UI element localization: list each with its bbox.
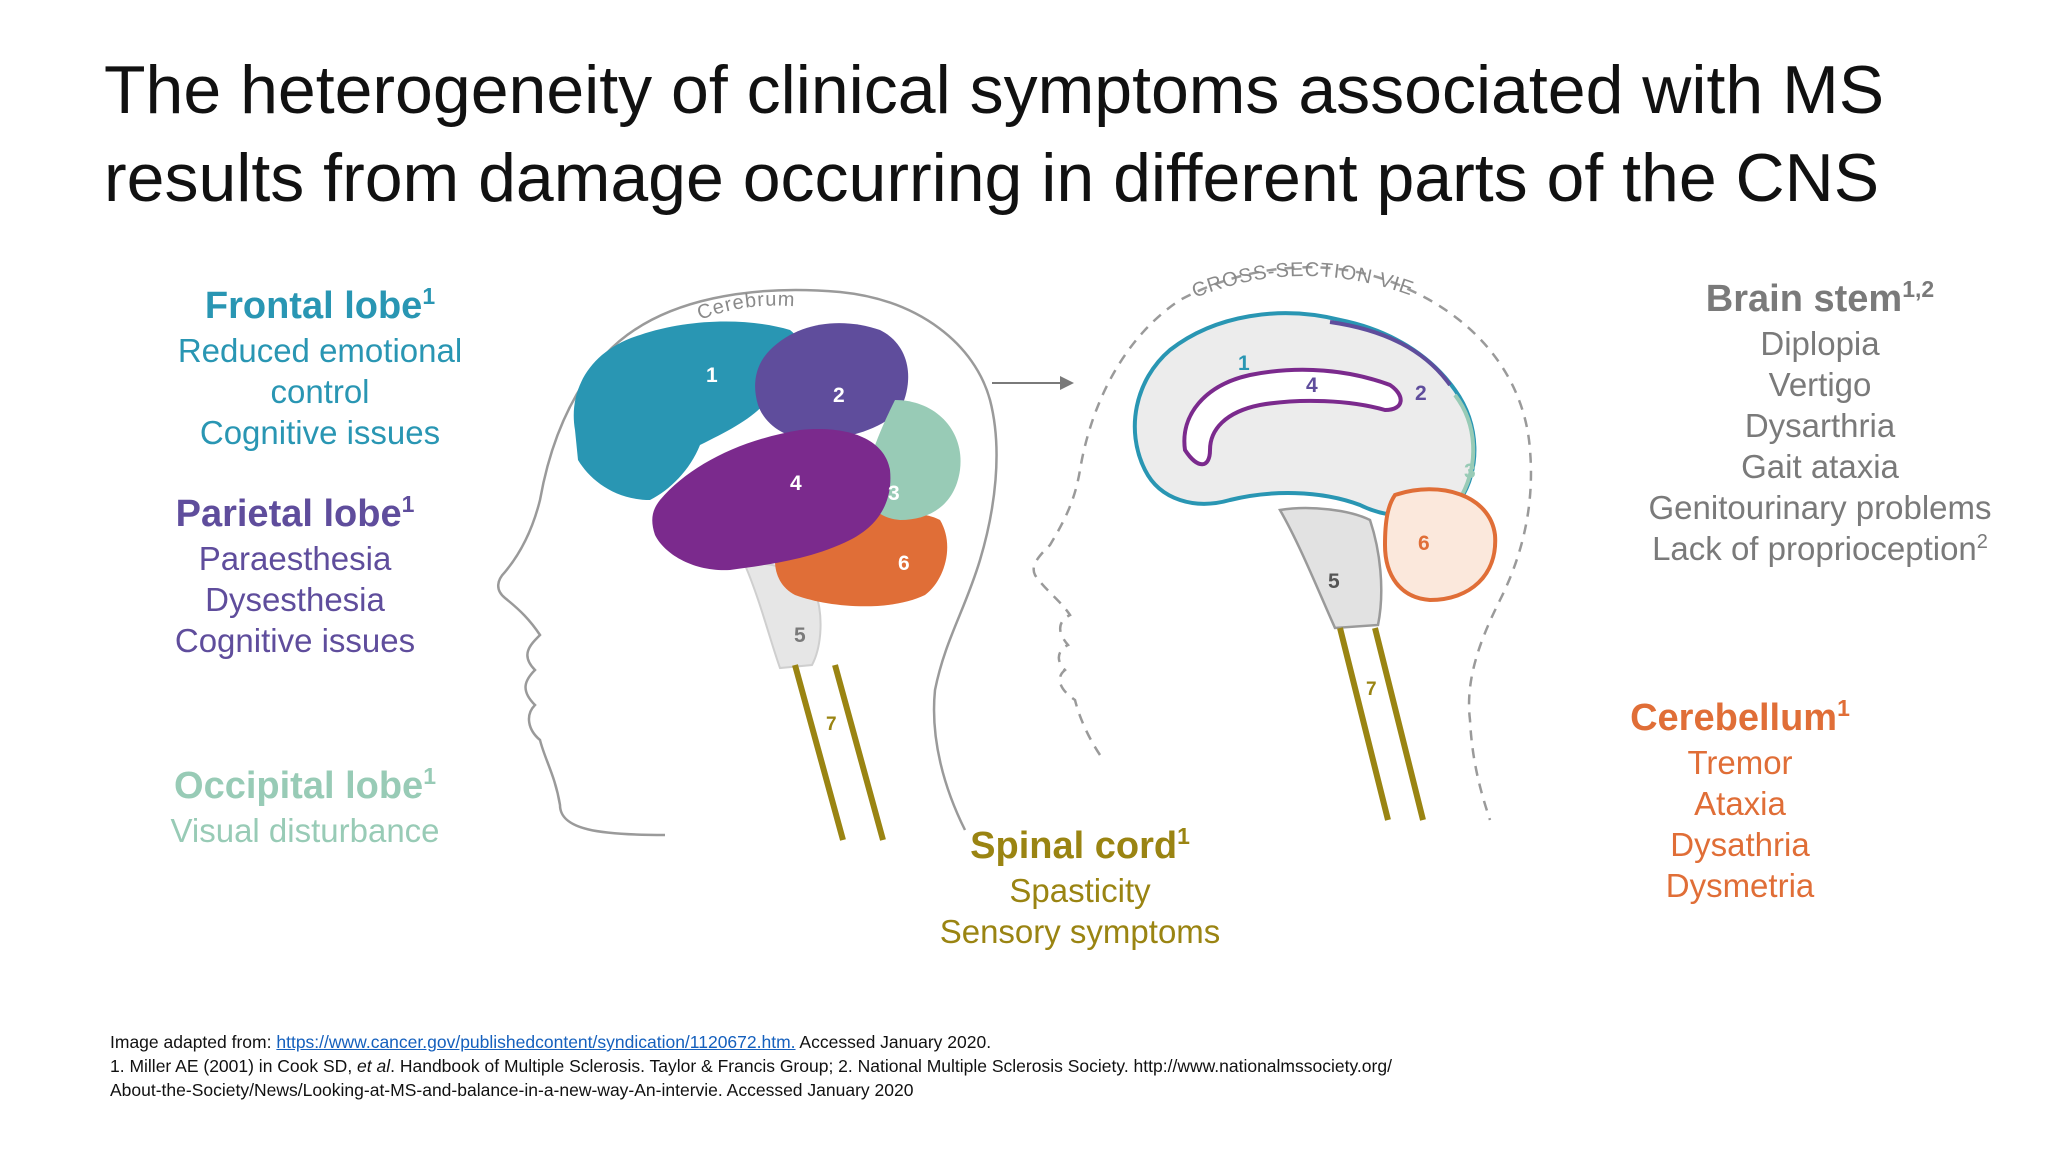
footnote-source-line: Image adapted from: https://www.cancer.g…: [110, 1032, 992, 1052]
left-head-outline: [497, 288, 998, 837]
spinal-cord-heading: Spinal cord1: [970, 823, 1190, 868]
right-parietal-arc: [1329, 320, 1452, 387]
frontal-lobe-heading: Frontal lobe1: [204, 283, 436, 328]
right-number-1: 1: [1238, 352, 1250, 375]
right-number-7: 7: [1366, 679, 1377, 700]
footnote-ref-line: 1. Miller AE (2001) in Cook SD, et al. H…: [110, 1056, 1392, 1076]
cerebellum-symptom: Ataxia: [1694, 785, 1786, 822]
frontal-symptom: Reduced emotional: [177, 332, 463, 369]
right-number-4: 4: [1306, 374, 1318, 397]
left-parietal-lobe-shape: [755, 323, 909, 440]
parietal-symptom: Dysesthesia: [205, 581, 385, 618]
left-number-5: 5: [794, 624, 806, 647]
cross-section-label: CROSS-SECTION VIEW: [0, 0, 1417, 303]
cerebellum-symptom: Tremor: [1687, 744, 1793, 781]
brain-stem-symptom: Lack of proprioception2: [1652, 530, 1988, 567]
occipital-lobe-block: Occipital lobe1 Visual disturbance: [140, 762, 470, 851]
left-spinal-cord-line-a: [792, 664, 846, 841]
brain-stem-symptom: Vertigo: [1768, 366, 1872, 403]
right-cerebellum-shape: [1382, 487, 1498, 603]
brain-stem-block: Brain stem1,2 Diplopia Vertigo Dysarthri…: [1620, 275, 2020, 569]
page-title: The heterogeneity of clinical symptoms a…: [104, 52, 1885, 216]
brain-stem-symptom: Dysarthria: [1744, 407, 1896, 444]
cerebrum-label: Cerebrum: [694, 288, 796, 324]
left-frontal-lobe-shape: [573, 321, 800, 500]
parietal-symptom: Paraesthesia: [198, 540, 392, 577]
spinal-cord-symptom: Spasticity: [1009, 872, 1151, 909]
occipital-lobe-heading: Occipital lobe1: [174, 763, 436, 808]
parietal-lobe-block: Parietal lobe1 Paraesthesia Dysesthesia …: [130, 490, 460, 661]
frontal-lobe-block: Frontal lobe1 Reduced emotional control …: [150, 282, 490, 453]
footnote: Image adapted from: https://www.cancer.g…: [110, 1030, 1810, 1102]
footnote-ref-line-2: About-the-Society/News/Looking-at-MS-and…: [110, 1080, 914, 1100]
brain-stem-symptom: Diplopia: [1760, 325, 1880, 362]
brain-stem-symptom: Genitourinary problems: [1648, 489, 1992, 526]
spinal-cord-symptom: Sensory symptoms: [939, 913, 1221, 950]
left-spinal-cord-line-b: [832, 664, 886, 841]
parietal-symptom: Cognitive issues: [174, 622, 416, 659]
left-number-1: 1: [706, 364, 718, 387]
right-brainstem-shape: [1278, 506, 1383, 630]
occipital-symptom: Visual disturbance: [170, 812, 440, 849]
left-number-3: 3: [888, 482, 900, 505]
right-spinal-cord-line-a: [1337, 627, 1391, 821]
spinal-cord-block: Spinal cord1 Spasticity Sensory symptoms: [900, 822, 1260, 952]
left-number-6: 6: [898, 552, 910, 575]
cerebellum-symptom: Dysmetria: [1665, 867, 1815, 904]
right-number-3: 3: [1464, 460, 1476, 483]
right-occipital-arc: [1453, 393, 1476, 496]
right-corpus-callosum: [1182, 367, 1403, 467]
parietal-lobe-heading: Parietal lobe1: [175, 491, 415, 536]
brain-stem-heading: Brain stem1,2: [1705, 276, 1935, 321]
left-temporal-lobe-shape: [652, 429, 891, 571]
right-number-5: 5: [1328, 570, 1340, 593]
arrow-head: [1060, 376, 1074, 390]
right-spinal-cord-line-b: [1372, 627, 1426, 821]
left-number-4: 4: [790, 472, 802, 495]
left-number-2: 2: [833, 384, 845, 407]
cerebellum-symptom: Dysathria: [1670, 826, 1810, 863]
brain-stem-symptom: Gait ataxia: [1741, 448, 1899, 485]
frontal-symptom: control: [270, 373, 370, 410]
right-head-outline: [1032, 266, 1533, 821]
frontal-symptom: Cognitive issues: [199, 414, 441, 451]
right-number-6: 6: [1418, 532, 1430, 555]
left-number-7: 7: [826, 714, 837, 735]
right-number-2: 2: [1415, 382, 1427, 405]
right-brain-outline: [1132, 311, 1477, 518]
cerebellum-heading: Cerebellum1: [1630, 695, 1850, 740]
source-link[interactable]: https://www.cancer.gov/publishedcontent/…: [276, 1032, 796, 1052]
cerebellum-block: Cerebellum1 Tremor Ataxia Dysathria Dysm…: [1580, 694, 1900, 906]
